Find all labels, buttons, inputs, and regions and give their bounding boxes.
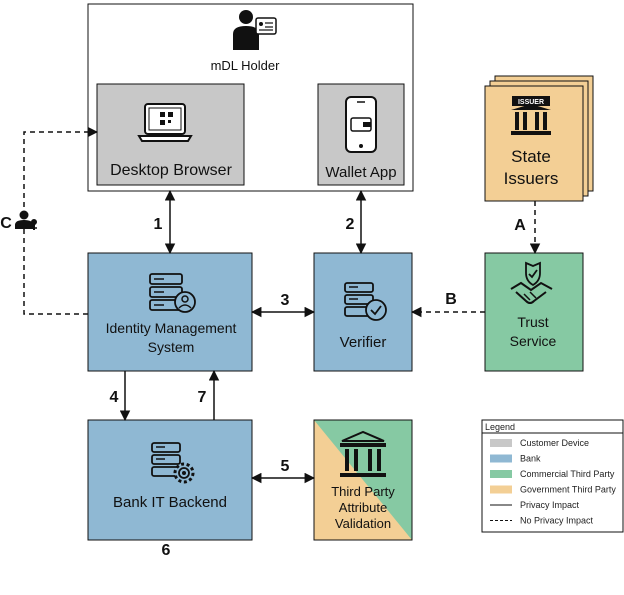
tpav-label-line2: Attribute xyxy=(339,500,387,515)
legend-item-label: No Privacy Impact xyxy=(520,516,594,526)
legend-swatch xyxy=(490,470,512,478)
handshake-shield-icon xyxy=(510,261,553,304)
legend-item: Privacy Impact xyxy=(490,500,580,510)
step-1-label: 1 xyxy=(154,216,163,233)
step-7-label: 7 xyxy=(198,389,207,406)
desktop-browser-box: Desktop Browser xyxy=(96,83,245,186)
state-issuers-label-line2: Issuers xyxy=(504,169,559,188)
legend-item: Customer Device xyxy=(490,438,589,448)
ims-label-line2: System xyxy=(148,339,195,355)
state-issuers-label-line1: State xyxy=(511,147,551,166)
step-5-label: 5 xyxy=(281,458,290,475)
legend-item-label: Government Third Party xyxy=(520,485,616,495)
step-c-label: C xyxy=(0,215,12,232)
legend-swatch xyxy=(490,485,512,494)
verifier-label: Verifier xyxy=(340,334,387,351)
wallet-app-label: Wallet App xyxy=(325,164,396,181)
legend-title: Legend xyxy=(485,422,515,432)
legend-item-label: Customer Device xyxy=(520,438,589,448)
mdl-holder-label: mDL Holder xyxy=(211,58,281,73)
laptop-qr-icon xyxy=(137,103,193,142)
legend-item-label: Privacy Impact xyxy=(520,500,580,510)
step-4-label: 4 xyxy=(110,389,119,406)
legend-item: No Privacy Impact xyxy=(490,516,594,526)
bank-it-backend-label: Bank IT Backend xyxy=(113,494,227,511)
step-3-label: 3 xyxy=(281,292,290,309)
bank-building-icon xyxy=(340,430,386,477)
legend-item-label: Commercial Third Party xyxy=(520,469,615,479)
step-6-label: 6 xyxy=(162,542,171,559)
smartphone-wallet-icon xyxy=(345,96,377,153)
step-a-label: A xyxy=(514,217,526,234)
trust-service-label-line2: Service xyxy=(510,333,557,349)
issuer-badge: ISSUER xyxy=(518,99,544,106)
verifier-box: Verifier xyxy=(313,252,413,372)
desktop-browser-label: Desktop Browser xyxy=(110,162,232,179)
step-2-label: 2 xyxy=(346,216,355,233)
server-gear-icon xyxy=(151,442,195,484)
state-issuers-box: ISSUER State Issuers xyxy=(484,75,594,202)
tpav-label-line3: Validation xyxy=(335,516,391,531)
legend-item: Government Third Party xyxy=(490,485,616,495)
step-b-label: B xyxy=(445,291,457,308)
server-user-icon xyxy=(149,273,196,313)
user-key-icon xyxy=(15,210,37,230)
legend-swatch xyxy=(490,454,512,463)
bank-building-icon: ISSUER xyxy=(511,96,551,135)
trust-service-box: Trust Service xyxy=(484,252,584,372)
wallet-app-box: Wallet App xyxy=(317,83,405,186)
ims-label-line1: Identity Management xyxy=(106,320,237,336)
legend-swatch xyxy=(490,439,512,447)
bank-it-backend-box: Bank IT Backend xyxy=(87,419,253,541)
server-check-icon xyxy=(344,282,387,321)
legend-item: Bank xyxy=(490,454,541,464)
tpav-label-line1: Third Party xyxy=(331,484,395,499)
identity-management-system-box: Identity Management System xyxy=(87,252,253,372)
legend-item-label: Bank xyxy=(520,454,541,464)
third-party-attribute-validation-box: Third Party Attribute Validation xyxy=(313,419,413,541)
user-id-card-icon xyxy=(233,10,277,50)
trust-service-label-line1: Trust xyxy=(517,314,548,330)
legend-item: Commercial Third Party xyxy=(490,469,615,479)
